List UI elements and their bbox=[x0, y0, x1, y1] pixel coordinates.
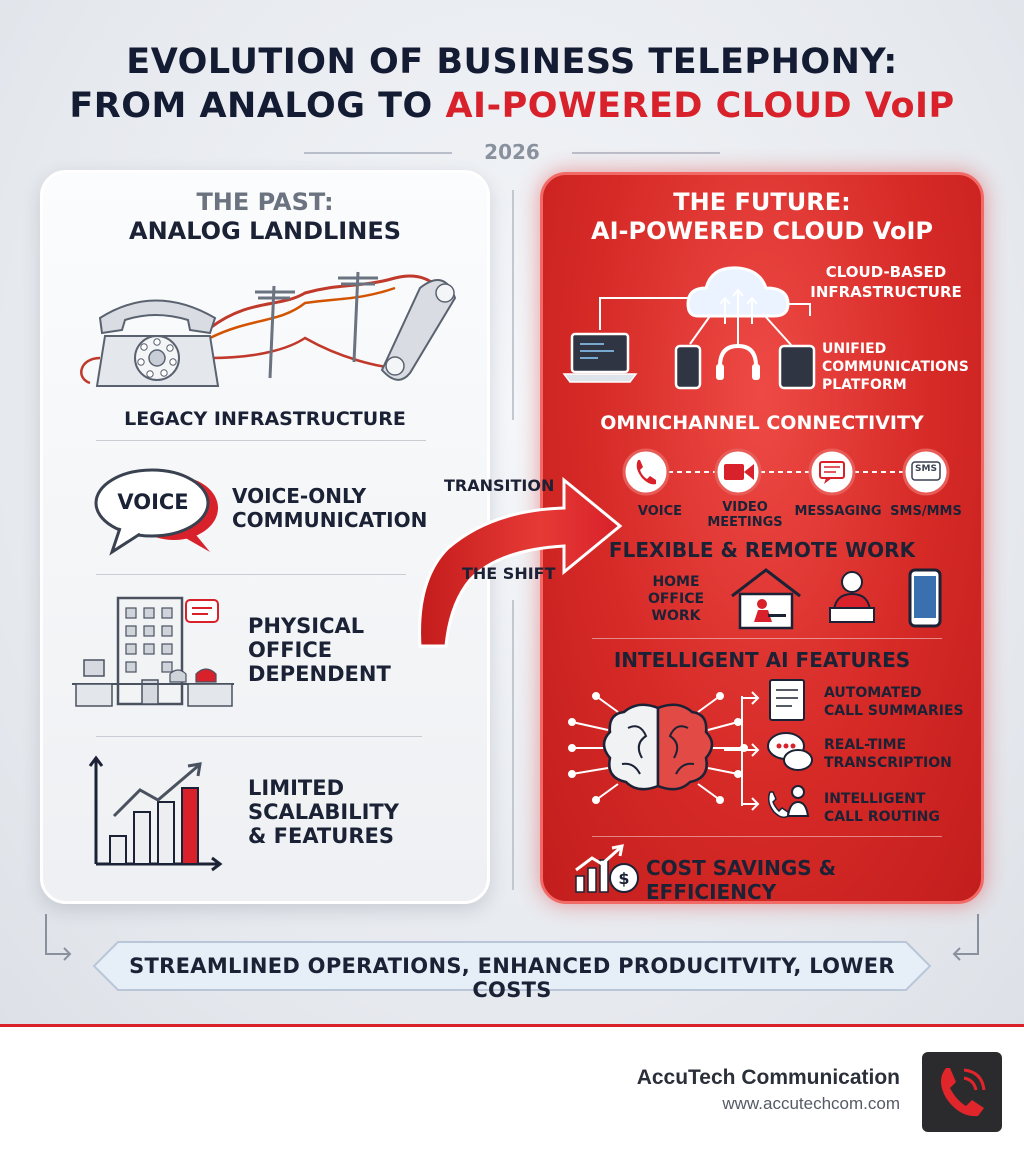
home-line-1: HOME bbox=[652, 574, 700, 590]
phone-logo-icon bbox=[941, 1068, 986, 1117]
banner-shape bbox=[92, 941, 932, 991]
channel-video-label: VIDEO MEETINGS bbox=[700, 500, 790, 530]
ucp-line-1: UNIFIED bbox=[822, 341, 887, 357]
omnichannel-icons-row bbox=[622, 448, 950, 496]
title-line-2-highlight: AI-POWERED CLOUD VoIP bbox=[445, 86, 955, 126]
remote-work-icons bbox=[731, 568, 942, 630]
home-line-3: WORK bbox=[651, 608, 701, 624]
channel-messaging-label: MESSAGING bbox=[794, 504, 882, 519]
center-line-top bbox=[512, 190, 514, 420]
title-line-2: FROM ANALOG TO AI-POWERED CLOUD VoIP bbox=[0, 86, 1024, 126]
cloud-line-1: CLOUD-BASED bbox=[825, 263, 947, 281]
flexible-work-heading: FLEXIBLE & REMOTE WORK bbox=[608, 538, 916, 562]
the-shift-label: THE SHIFT bbox=[462, 564, 556, 583]
year-line-left bbox=[304, 152, 452, 154]
ai-brain-icon bbox=[568, 692, 748, 804]
future-divider-2 bbox=[592, 836, 942, 837]
unified-communications-label: UNIFIED COMMUNICATIONS PLATFORM bbox=[822, 340, 974, 394]
past-heading-1: THE PAST: bbox=[196, 188, 334, 216]
omnichannel-heading: OMNICHANNEL CONNECTIVITY bbox=[600, 412, 924, 434]
home-office-label: HOME OFFICE WORK bbox=[640, 574, 712, 625]
past-divider-1 bbox=[96, 440, 426, 441]
realtime-transcription-label: REAL-TIME TRANSCRIPTION bbox=[824, 736, 974, 772]
sms-icon-text: SMS bbox=[915, 464, 937, 474]
physical-office-line-1: PHYSICAL bbox=[248, 614, 365, 638]
voice-only-line-2: COMMUNICATION bbox=[232, 508, 428, 532]
ai-feature-icons bbox=[724, 679, 813, 819]
voice-bubble-icon bbox=[94, 468, 218, 556]
channel-video-line-2: MEETINGS bbox=[707, 515, 783, 530]
ai3-line-2: CALL ROUTING bbox=[824, 809, 940, 825]
company-url[interactable]: www.accutechcom.com bbox=[722, 1094, 900, 1113]
voice-channel-circle bbox=[622, 448, 670, 496]
cloud-infrastructure-label: CLOUD-BASED INFRASTRUCTURE bbox=[798, 262, 974, 302]
voice-bubble-text: VOICE bbox=[117, 490, 189, 514]
cloud-devices-illustration bbox=[562, 266, 816, 390]
physical-office-label: PHYSICAL OFFICE DEPENDENT bbox=[248, 614, 391, 686]
cloud-line-2: INFRASTRUCTURE bbox=[810, 283, 962, 301]
physical-office-line-3: DEPENDENT bbox=[248, 662, 391, 686]
past-divider-2 bbox=[96, 574, 406, 575]
footer-red-rule bbox=[0, 1024, 1024, 1027]
company-name: AccuTech Communication bbox=[636, 1066, 900, 1089]
year-line-right bbox=[572, 152, 720, 154]
ucp-line-2: COMMUNICATIONS bbox=[822, 359, 969, 375]
ai2-line-2: TRANSCRIPTION bbox=[824, 755, 952, 771]
ai-features-heading: INTELLIGENT AI FEATURES bbox=[613, 648, 911, 672]
ai2-line-1: REAL-TIME bbox=[824, 737, 907, 753]
transition-arrow bbox=[418, 476, 623, 648]
home-line-2: OFFICE bbox=[647, 591, 705, 607]
past-divider-3 bbox=[96, 736, 422, 737]
physical-office-line-2: OFFICE bbox=[248, 638, 333, 662]
channel-video-line-1: VIDEO bbox=[722, 500, 768, 515]
future-heading-2: AI-POWERED CLOUD VoIP bbox=[591, 217, 933, 245]
office-building-icon bbox=[72, 596, 234, 707]
title-line-2-prefix: FROM ANALOG TO bbox=[69, 86, 446, 126]
voice-only-label: VOICE-ONLY COMMUNICATION bbox=[232, 484, 427, 532]
future-heading-1: THE FUTURE: bbox=[673, 188, 851, 216]
intelligent-routing-label: INTELLIGENT CALL ROUTING bbox=[824, 790, 974, 826]
year-label: 2026 bbox=[484, 140, 540, 164]
bottom-arrows bbox=[45, 914, 979, 961]
year-divider: 2026 bbox=[0, 140, 1024, 164]
company-logo bbox=[922, 1052, 1002, 1132]
voice-only-line-1: VOICE-ONLY bbox=[232, 484, 367, 508]
summary-banner-text: STREAMLINED OPERATIONS, ENHANCED PRODUCI… bbox=[129, 954, 895, 1002]
summary-banner: STREAMLINED OPERATIONS, ENHANCED PRODUCI… bbox=[92, 940, 932, 1002]
ai3-line-1: INTELLIGENT bbox=[824, 791, 926, 807]
limited-scalability-line-2: SCALABILITY bbox=[248, 800, 399, 824]
ai1-line-2: CALL SUMMARIES bbox=[824, 703, 964, 719]
future-divider-1 bbox=[592, 638, 942, 639]
transition-label: TRANSITION bbox=[444, 476, 555, 495]
automated-summaries-label: AUTOMATED CALL SUMMARIES bbox=[824, 684, 974, 720]
limited-scalability-line-1: LIMITED bbox=[248, 776, 345, 800]
analog-phone-illustration bbox=[80, 271, 457, 387]
svg-text:$: $ bbox=[618, 869, 629, 888]
limited-growth-chart-icon bbox=[88, 755, 223, 872]
channel-voice-label: VOICE bbox=[637, 504, 683, 519]
legacy-infrastructure-label: LEGACY INFRASTRUCTURE bbox=[124, 408, 406, 430]
cost-savings-label: COST SAVINGS & EFFICIENCY bbox=[646, 856, 837, 904]
title-line-1: EVOLUTION OF BUSINESS TELEPHONY: bbox=[126, 42, 898, 82]
center-line-bottom bbox=[512, 600, 514, 890]
cost-savings-icon: $ bbox=[575, 844, 639, 893]
company-info: AccuTech Communication www.accutechcom.c… bbox=[637, 1066, 900, 1114]
ai1-line-1: AUTOMATED bbox=[824, 685, 922, 701]
limited-scalability-label: LIMITED SCALABILITY & FEATURES bbox=[248, 776, 399, 848]
channel-sms-label: SMS/MMS bbox=[890, 504, 962, 519]
ucp-line-3: PLATFORM bbox=[822, 377, 907, 393]
limited-scalability-line-3: & FEATURES bbox=[248, 824, 394, 848]
past-heading-2: ANALOG LANDLINES bbox=[129, 217, 401, 245]
